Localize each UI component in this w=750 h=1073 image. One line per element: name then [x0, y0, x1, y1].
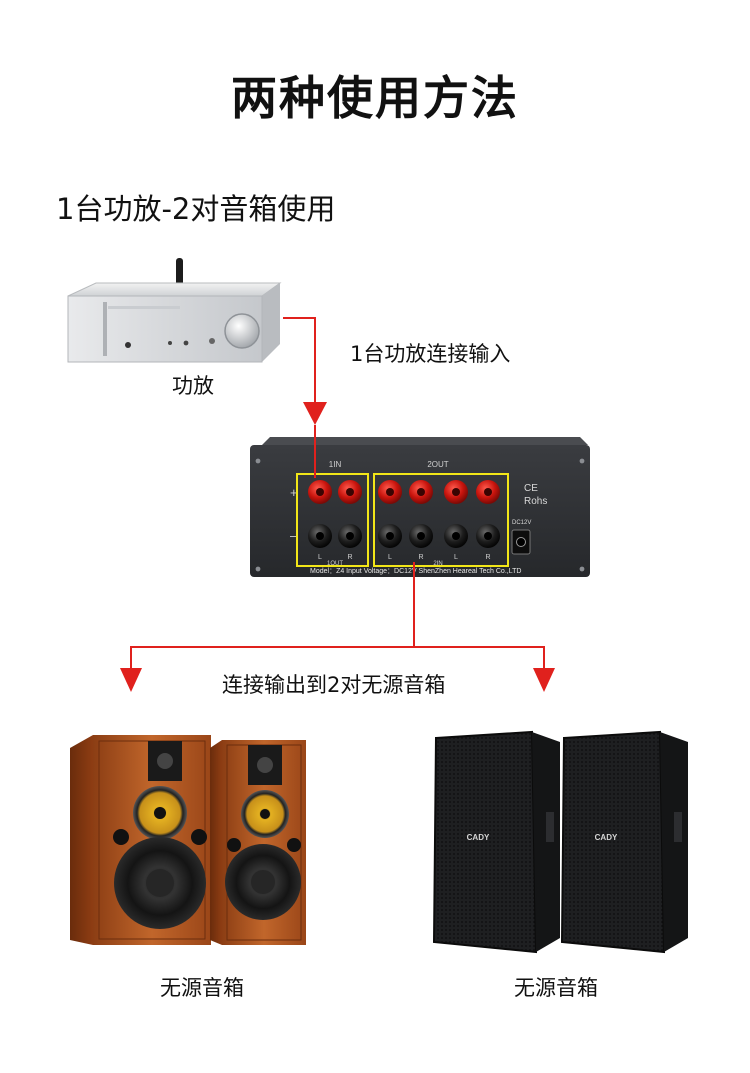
output-section-label: 2OUT: [427, 460, 448, 469]
port-icon: [191, 829, 207, 845]
pa-speakers-image: CADY CADY: [432, 730, 688, 954]
out1-label: 1OUT: [327, 561, 343, 567]
channel-left-label: L: [454, 554, 458, 561]
volume-knob-icon: [224, 313, 260, 349]
wood-speaker: [70, 735, 211, 945]
input-section-label: 1IN: [329, 460, 342, 469]
page-title: 两种使用方法: [231, 71, 519, 125]
input-connection-label: 1台功放连接输入: [350, 342, 511, 366]
nameplate-text: Model：Z4 Input Voltage：DC12V ShenZhen He…: [310, 568, 521, 575]
red-binding-posts: [308, 480, 500, 504]
black-binding-posts: [308, 524, 500, 548]
port-icon: [227, 838, 241, 852]
antenna-icon: [176, 258, 183, 290]
channel-right-label: R: [418, 554, 423, 561]
pa-speaker: CADY: [432, 730, 560, 954]
brand-logo: CADY: [595, 833, 618, 842]
dc-input-label: DC12V: [512, 520, 531, 526]
pa-speaker: CADY: [560, 730, 688, 954]
wood-speaker: [210, 740, 306, 945]
amplifier-label: 功放: [172, 374, 214, 398]
brand-logo: CADY: [467, 833, 490, 842]
channel-left-label: L: [318, 554, 322, 561]
wood-speakers-image: [70, 735, 306, 945]
in2-label: 2IN: [433, 561, 442, 567]
rohs-mark: Rohs: [524, 496, 547, 507]
output-terminals-highlight: [373, 473, 509, 567]
arrow-down-icon: [120, 668, 142, 692]
channel-left-label: L: [388, 554, 392, 561]
input-connection-line: [283, 317, 327, 478]
arrow-down-icon: [303, 402, 327, 425]
channel-right-label: R: [347, 554, 352, 561]
channel-right-label: R: [485, 554, 490, 561]
wood-speaker-label: 无源音箱: [160, 976, 244, 1000]
negative-label: –: [290, 528, 298, 543]
port-icon: [113, 829, 129, 845]
ce-mark: CE: [524, 483, 538, 494]
input-terminals-highlight: [296, 473, 369, 567]
amplifier-image: [67, 258, 282, 363]
positive-label: +: [290, 485, 298, 500]
output-connection-line: [120, 562, 555, 692]
pa-speaker-label: 无源音箱: [514, 976, 598, 1000]
method-title: 1台功放-2对音箱使用: [56, 192, 336, 226]
output-connection-label: 连接输出到2对无源音箱: [222, 673, 446, 697]
arrow-down-icon: [533, 668, 555, 692]
speaker-switcher-image: 1IN 2OUT + – L R L R L R 1OU: [250, 437, 590, 577]
port-icon: [287, 838, 301, 852]
